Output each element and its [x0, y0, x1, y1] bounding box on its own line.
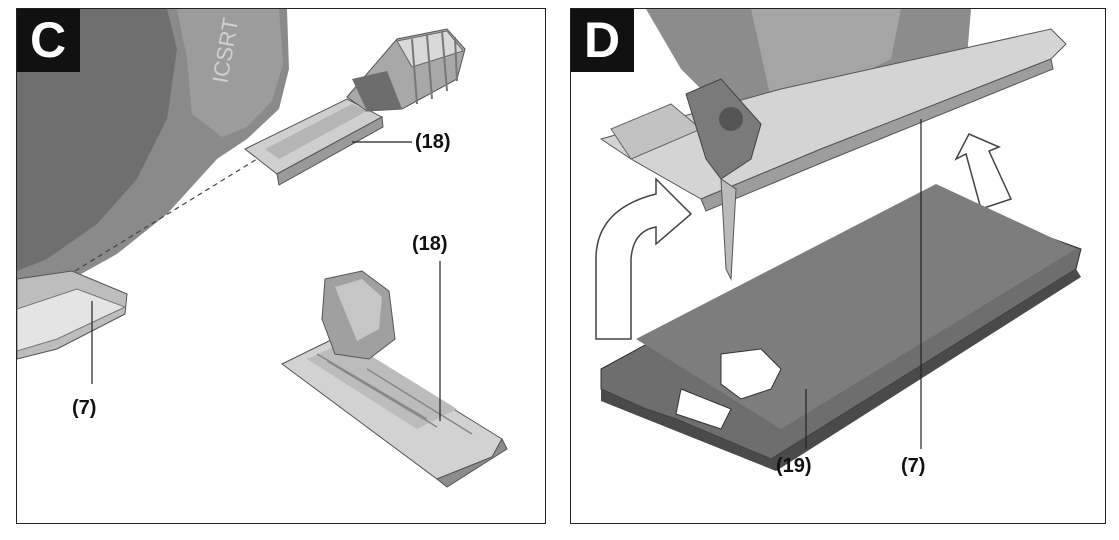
callout-18-upper: (18) — [415, 131, 451, 153]
callout-7-d: (7) — [901, 455, 926, 477]
figure-panel-d: D (19) (7) — [570, 8, 1106, 524]
lift-up-arrow — [954, 133, 1013, 210]
lift-curve-arrow — [595, 177, 693, 340]
panel-letter-c: C — [17, 9, 80, 72]
callout-7: (7) — [72, 397, 97, 419]
figure-panel-c: ICSRT C (18) (18) (7) — [16, 8, 546, 524]
chip-guard-bottom — [281, 270, 508, 488]
callout-19: (19) — [776, 455, 812, 477]
panel-d-illustration — [595, 9, 1082, 471]
panel-c-illustration: ICSRT — [17, 9, 508, 488]
callout-18-lower: (18) — [412, 233, 448, 255]
chip-guard-top — [244, 28, 466, 186]
panel-letter-d: D — [571, 9, 634, 72]
